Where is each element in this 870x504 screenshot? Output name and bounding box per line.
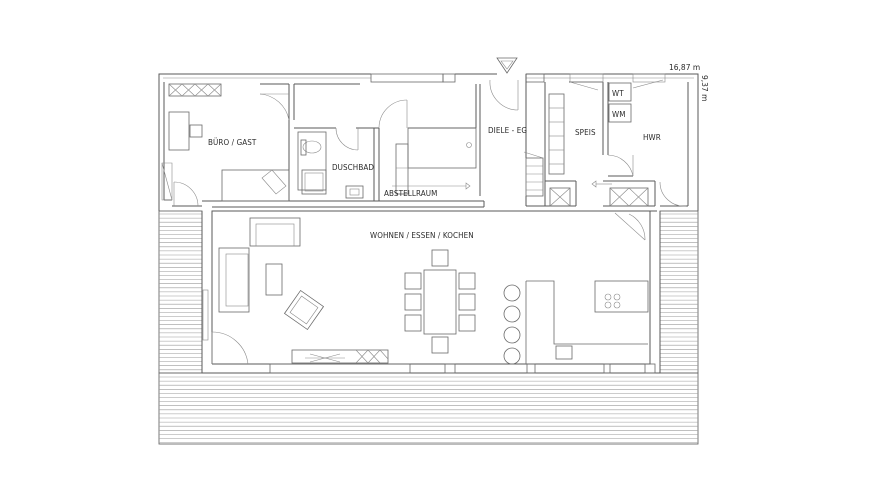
room-label-speis: SPEIS [575,128,596,137]
buero-furniture [161,83,290,202]
appliance-label-wm: WM [612,110,626,119]
room-label-buero: BÜRO / GAST [208,137,257,147]
storage-cabinets [523,93,571,207]
room-label-hwr: HWR [643,133,661,142]
staircase [392,127,477,195]
room-label-abstellraum: ABSTELLRAUM [384,189,437,198]
living-furniture [202,217,656,374]
dimension-width: 16,87 m [669,63,700,72]
room-label-diele: DIELE - EG [488,126,527,135]
room-labels: BÜRO / GAST DUSCHBAD ABSTELLRAUM DIELE -… [208,89,661,240]
bathroom-fixtures [297,131,364,199]
room-label-wohnen: WOHNEN / ESSEN / KOCHEN [370,231,474,240]
doors [173,57,687,365]
appliance-label-wt: WT [612,89,624,98]
room-label-duschbad: DUSCHBAD [332,163,374,172]
dimension-depth: 9,37 m [700,75,709,101]
terrace-decking [158,210,699,445]
utility-fixtures [591,82,649,207]
dimension-labels: 16,87 m 9,37 m [669,63,709,101]
